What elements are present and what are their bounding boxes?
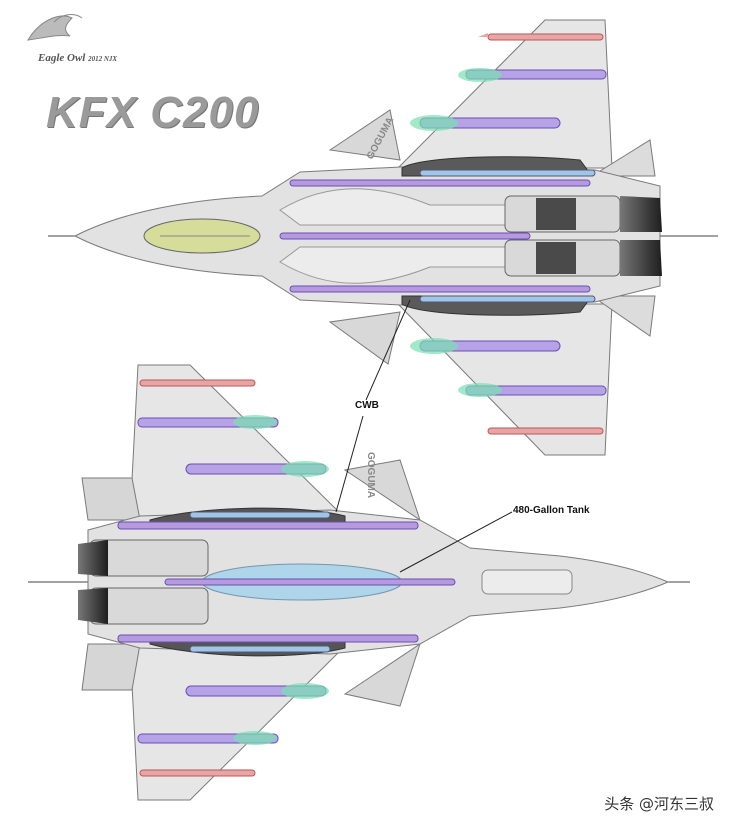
- cockpit-bottom: [481, 569, 573, 595]
- bottom-view-aircraft: GOGUMA: [28, 364, 690, 801]
- upper-fin-top: [328, 109, 401, 161]
- nozzle-lower-top: [620, 240, 662, 276]
- nozzle-upper-top: [620, 196, 662, 232]
- engine-core-upper-top: [536, 198, 576, 230]
- upper-stabilizer-top: [590, 139, 656, 177]
- internal-missiles-bottom: [117, 511, 456, 653]
- nozzle-upper-bottom: [78, 540, 108, 576]
- eagle-owl-logo-icon: [27, 14, 83, 41]
- top-view-aircraft: GOGUMA: [48, 19, 718, 456]
- fuselage-text-bottom: GOGUMA: [365, 452, 376, 498]
- cwb-leader-top: [365, 299, 411, 401]
- tank-label: 480-Gallon Tank: [513, 505, 590, 516]
- tank-leader: [399, 511, 513, 573]
- callout-lines: [335, 299, 513, 573]
- lower-stabilizer-bottom: [81, 643, 141, 691]
- upper-wing-top: [396, 19, 613, 169]
- lower-fin-top: [328, 311, 401, 365]
- lower-wing-bottom: [129, 645, 347, 801]
- engine-core-lower-top: [536, 242, 576, 274]
- wing-stores-lower-bottom: [137, 683, 329, 777]
- lower-fin-bottom: [343, 642, 421, 707]
- cwb-leader-bottom: [335, 415, 364, 513]
- logo-text: Eagle Owl 2012 NJX: [38, 52, 117, 64]
- watermark: 头条 @河东三叔: [604, 795, 714, 813]
- upper-stabilizer-bottom: [81, 477, 141, 521]
- cwb-label: CWB: [355, 400, 379, 411]
- wing-stores-lower-top: [410, 338, 607, 435]
- upper-wing-bottom: [129, 364, 347, 519]
- upper-fin-bottom: [343, 459, 421, 522]
- lower-stabilizer-top: [590, 295, 656, 337]
- wing-stores-upper-bottom: [137, 379, 329, 477]
- logo-year: 2012 NJX: [88, 55, 118, 63]
- logo-brand: Eagle Owl: [38, 52, 86, 64]
- internal-missiles-top: [279, 169, 596, 303]
- nozzle-lower-bottom: [78, 588, 108, 624]
- wing-stores-upper-top: [410, 33, 607, 131]
- page-title: KFX C200: [46, 88, 260, 137]
